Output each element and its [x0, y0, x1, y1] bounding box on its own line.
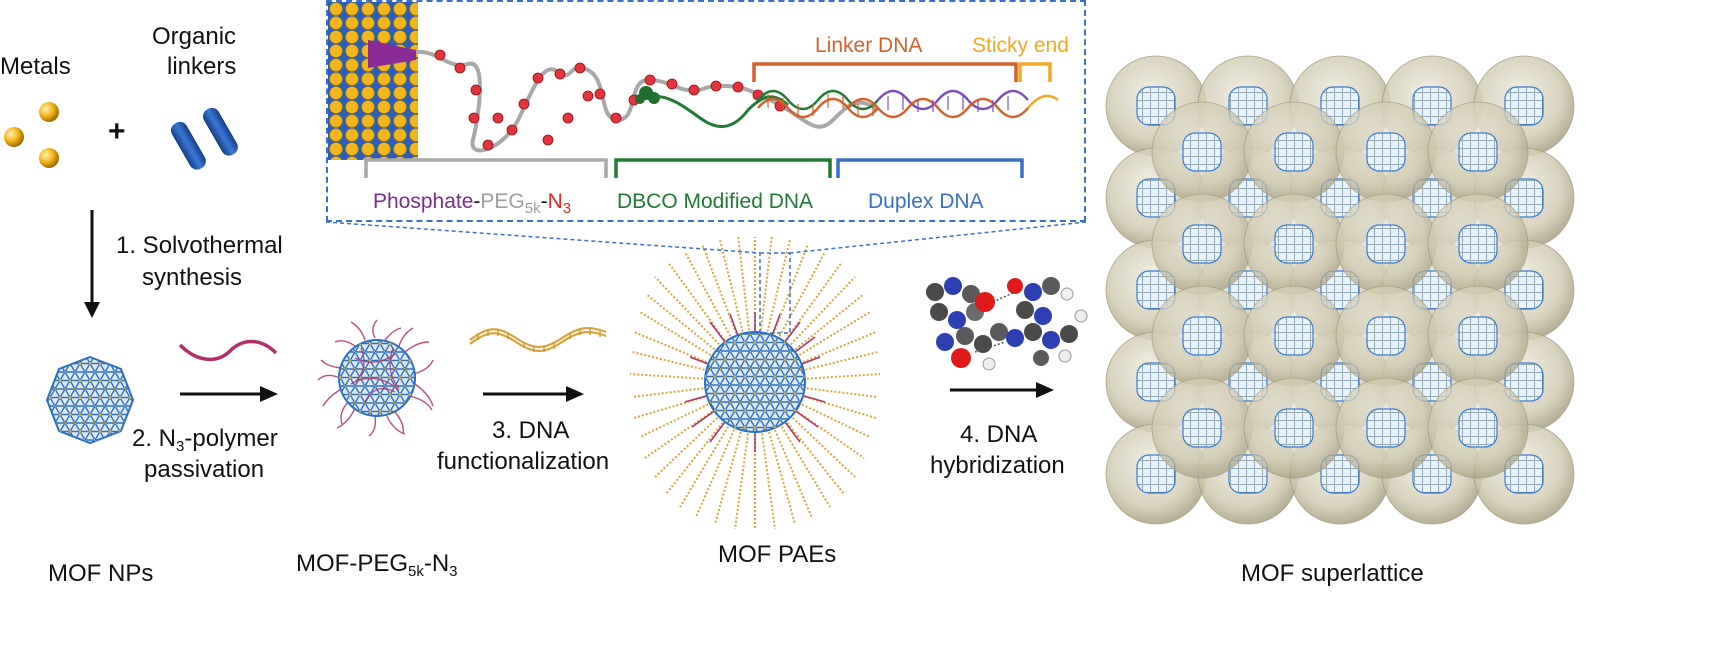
mof-surface-icon	[328, 2, 418, 160]
organic-label: Organic	[152, 23, 237, 50]
step4-line1: 4. DNA	[960, 421, 1038, 448]
superlattice-cage	[1366, 316, 1406, 356]
superlattice-cage	[1320, 454, 1360, 494]
superlattice-cage	[1458, 408, 1498, 448]
base-pair-molecules-icon	[926, 277, 1088, 371]
mof-nps-title: MOF NPs	[48, 560, 154, 587]
step4-arrow	[950, 382, 1054, 398]
superlattice-cage	[1274, 224, 1314, 264]
superlattice-cage	[1182, 224, 1222, 264]
superlattice-cage	[1228, 270, 1268, 310]
superlattice-cage	[1182, 408, 1222, 448]
superlattice-cage	[1136, 86, 1176, 126]
inset-duplex-label: Duplex DNA	[868, 190, 984, 213]
metals-label: Metals	[0, 53, 71, 80]
step2-line2: passivation	[144, 456, 265, 483]
mof-superlattice-title: MOF superlattice	[1241, 560, 1424, 587]
superlattice-cage	[1228, 454, 1268, 494]
inset-molecule-chain	[364, 49, 1059, 178]
superlattice-cage	[1412, 178, 1452, 218]
linkers-label: linkers	[167, 53, 237, 80]
step1-line1: 1. Solvothermal	[116, 232, 283, 259]
superlattice-cage	[1136, 454, 1176, 494]
step2-arrow	[180, 386, 278, 402]
superlattice-cage	[1458, 132, 1498, 172]
inset-peg-label: Phosphate-PEG5k-N3	[373, 190, 572, 217]
superlattice-cage	[1412, 270, 1452, 310]
superlattice-cage	[1274, 316, 1314, 356]
mof-superlattice-icon	[1105, 55, 1575, 525]
superlattice-cage	[1136, 270, 1176, 310]
inset-linker-dna-label: Linker DNA	[815, 34, 923, 57]
superlattice-cage	[1228, 86, 1268, 126]
superlattice-cage	[1504, 86, 1544, 126]
superlattice-cage	[1412, 362, 1452, 402]
step4-line2: hybridization	[930, 452, 1065, 479]
step3-line1: 3. DNA	[492, 417, 570, 444]
superlattice-cage	[1458, 316, 1498, 356]
mof-peg-particle-icon	[317, 319, 434, 437]
mof-peg-title: MOF-PEG5k-N3	[296, 550, 458, 580]
metal-spheres-icon	[4, 102, 59, 168]
superlattice-cage	[1458, 224, 1498, 264]
superlattice-cage	[1228, 178, 1268, 218]
superlattice-cage	[1274, 132, 1314, 172]
mof-paes-title: MOF PAEs	[718, 541, 837, 568]
superlattice-cage	[1366, 224, 1406, 264]
superlattice-cage	[1182, 316, 1222, 356]
inset-box	[326, 0, 1086, 222]
step3-line2: functionalization	[437, 448, 610, 475]
inset-dbco-label: DBCO Modified DNA	[617, 190, 814, 213]
superlattice-cage	[1366, 408, 1406, 448]
plus-sign: +	[108, 115, 126, 148]
superlattice-cage	[1320, 86, 1360, 126]
step1-arrow	[84, 210, 100, 318]
superlattice-cage	[1412, 86, 1452, 126]
mof-pae-particle-icon	[629, 234, 881, 530]
superlattice-cage	[1320, 178, 1360, 218]
superlattice-cage	[1320, 362, 1360, 402]
step2-line1: 2. N3-polymer	[132, 425, 278, 455]
mof-np-icon	[45, 355, 135, 445]
inset-sticky-end-label: Sticky end	[972, 34, 1069, 57]
superlattice-cage	[1182, 132, 1222, 172]
superlattice-cage	[1504, 178, 1544, 218]
superlattice-cage	[1136, 178, 1176, 218]
dna-strand-icon	[469, 326, 607, 353]
superlattice-cage	[1136, 362, 1176, 402]
superlattice-cage	[1366, 132, 1406, 172]
superlattice-cage	[1274, 408, 1314, 448]
superlattice-spheres	[1105, 55, 1575, 525]
organic-linker-rods-icon	[171, 107, 238, 170]
superlattice-cage	[1228, 362, 1268, 402]
superlattice-cage	[1504, 454, 1544, 494]
step3-arrow	[483, 386, 584, 402]
step1-line2: synthesis	[142, 264, 243, 291]
superlattice-cage	[1320, 270, 1360, 310]
superlattice-cage	[1412, 454, 1452, 494]
superlattice-cage	[1504, 270, 1544, 310]
superlattice-cage	[1504, 362, 1544, 402]
n3-polymer-chain-icon	[178, 339, 278, 361]
